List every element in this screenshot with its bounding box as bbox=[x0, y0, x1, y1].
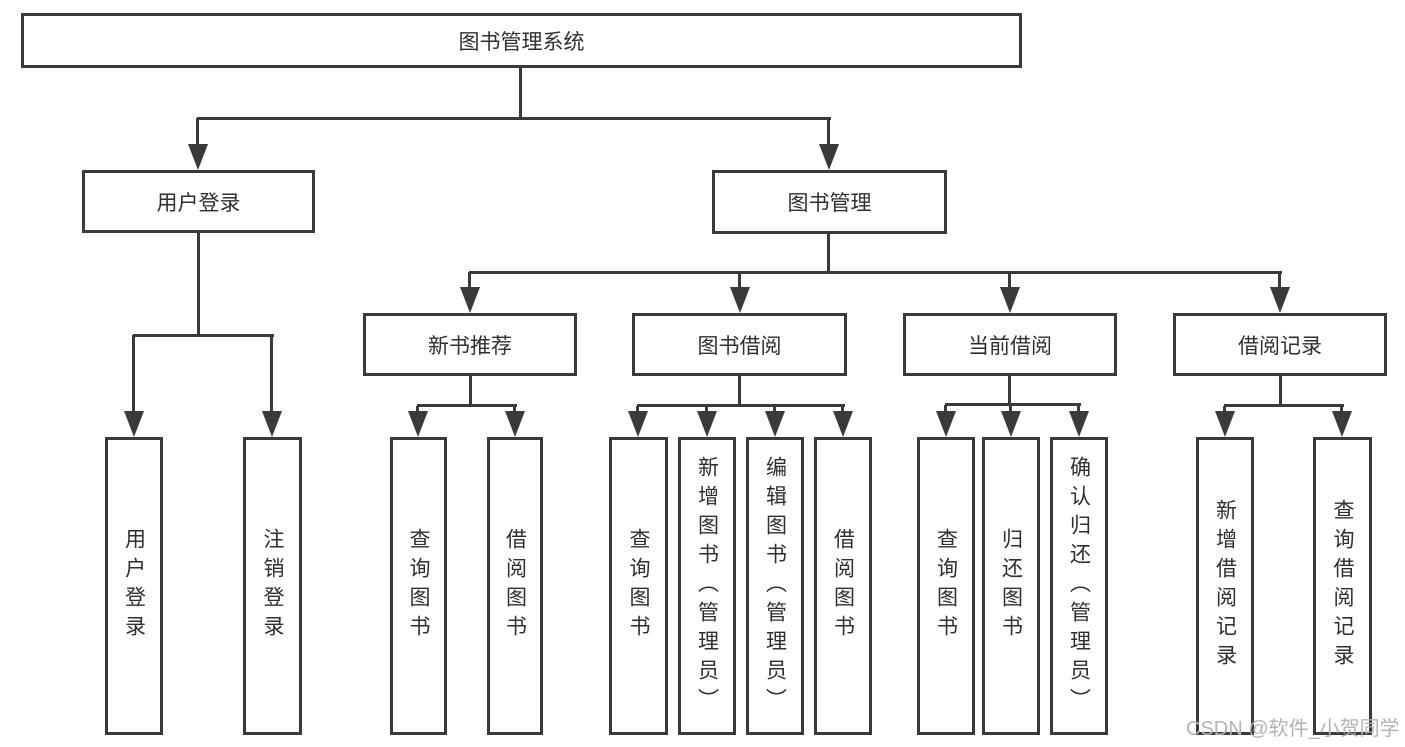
node-borrowing-records: 借阅记录 bbox=[1173, 313, 1387, 376]
arrowhead-icon bbox=[628, 406, 648, 437]
node-current-borrowing: 当前借阅 bbox=[903, 313, 1117, 376]
node-query-books-current: 查询图书 bbox=[917, 437, 975, 735]
node-library-system: 图书管理系统 bbox=[21, 13, 1022, 68]
arrowhead-icon bbox=[697, 406, 717, 437]
node-label: 查询图书 bbox=[627, 528, 650, 644]
arrowhead-icon bbox=[408, 406, 428, 437]
arrowhead-icon bbox=[1332, 406, 1352, 437]
node-label: 新增图书（管理员） bbox=[695, 455, 719, 717]
node-label: 借阅记录 bbox=[1238, 334, 1322, 358]
node-return-books: 归还图书 bbox=[982, 437, 1040, 735]
arrowhead-icon bbox=[833, 406, 853, 437]
edge-bookmgmt-bus bbox=[469, 271, 1282, 274]
arrowhead-icon bbox=[1000, 272, 1020, 313]
node-user-login: 用户登录 bbox=[82, 170, 315, 233]
node-label: 用户登录 bbox=[156, 191, 241, 215]
edge-records-stem bbox=[1279, 376, 1282, 407]
node-label: 借阅图书 bbox=[503, 528, 527, 644]
edge-userlogin-bus bbox=[133, 334, 274, 337]
node-edit-books-admin: 编辑图书（管理员） bbox=[746, 437, 804, 735]
node-add-borrow-record: 新增借阅记录 bbox=[1196, 437, 1254, 735]
node-borrow-books: 借阅图书 bbox=[814, 437, 872, 735]
arrowhead-icon bbox=[188, 118, 208, 170]
edge-bookmgmt-stem bbox=[827, 234, 830, 273]
node-label: 图书管理系统 bbox=[458, 30, 585, 54]
node-user-login-leaf: 用户登录 bbox=[105, 437, 163, 735]
arrowhead-icon bbox=[1215, 406, 1235, 437]
node-query-books-borrowing: 查询图书 bbox=[609, 437, 668, 735]
node-label: 新书推荐 bbox=[428, 334, 512, 358]
node-add-books-admin: 新增图书（管理员） bbox=[678, 437, 736, 735]
node-query-books-recommend: 查询图书 bbox=[390, 437, 447, 735]
arrowhead-icon bbox=[460, 272, 480, 313]
node-book-management: 图书管理 bbox=[712, 170, 947, 234]
node-label: 注销登录 bbox=[261, 528, 284, 644]
node-label: 当前借阅 bbox=[968, 334, 1052, 358]
edge-recommend-bus bbox=[417, 404, 517, 407]
node-label: 用户登录 bbox=[122, 528, 146, 644]
node-book-borrowing: 图书借阅 bbox=[632, 313, 847, 376]
arrowhead-icon bbox=[1001, 405, 1021, 437]
node-label: 图书借阅 bbox=[697, 334, 782, 358]
node-label: 新增借阅记录 bbox=[1213, 499, 1237, 673]
edge-borrowing-stem bbox=[738, 376, 741, 407]
arrowhead-icon bbox=[1270, 272, 1290, 313]
node-label: 图书管理 bbox=[787, 192, 872, 215]
arrowhead-icon bbox=[262, 335, 282, 437]
node-logout: 注销登录 bbox=[243, 437, 302, 735]
arrowhead-icon bbox=[936, 405, 956, 437]
node-label: 查询图书 bbox=[407, 528, 430, 644]
node-label: 查询图书 bbox=[934, 528, 958, 644]
node-new-book-recommendation: 新书推荐 bbox=[363, 313, 577, 376]
csdn-watermark: CSDN @软件_小贺同学 bbox=[1186, 718, 1400, 740]
arrowhead-icon bbox=[505, 406, 525, 437]
arrowhead-icon bbox=[730, 272, 750, 313]
node-query-borrow-record: 查询借阅记录 bbox=[1313, 437, 1372, 735]
node-label: 查询借阅记录 bbox=[1331, 499, 1354, 673]
edge-borrowing-bus bbox=[637, 404, 845, 407]
node-label: 借阅图书 bbox=[831, 528, 855, 644]
edge-current-stem bbox=[1008, 376, 1011, 406]
node-borrow-books-recommend: 借阅图书 bbox=[487, 437, 543, 735]
node-label: 归还图书 bbox=[999, 528, 1023, 644]
arrowhead-icon bbox=[124, 335, 144, 437]
node-label: 确认归还（管理员） bbox=[1067, 455, 1091, 717]
edge-records-bus bbox=[1224, 404, 1344, 407]
edge-recommend-stem bbox=[469, 376, 472, 407]
arrowhead-icon bbox=[765, 406, 785, 437]
edge-root-stem bbox=[519, 68, 522, 118]
edge-root-bus bbox=[197, 117, 831, 120]
node-label: 编辑图书（管理员） bbox=[763, 455, 787, 717]
arrowhead-icon bbox=[819, 118, 839, 170]
arrowhead-icon bbox=[1069, 405, 1089, 437]
edge-current-bus bbox=[945, 403, 1081, 406]
edge-userlogin-stem bbox=[197, 233, 200, 335]
node-confirm-return-admin: 确认归还（管理员） bbox=[1050, 437, 1108, 735]
